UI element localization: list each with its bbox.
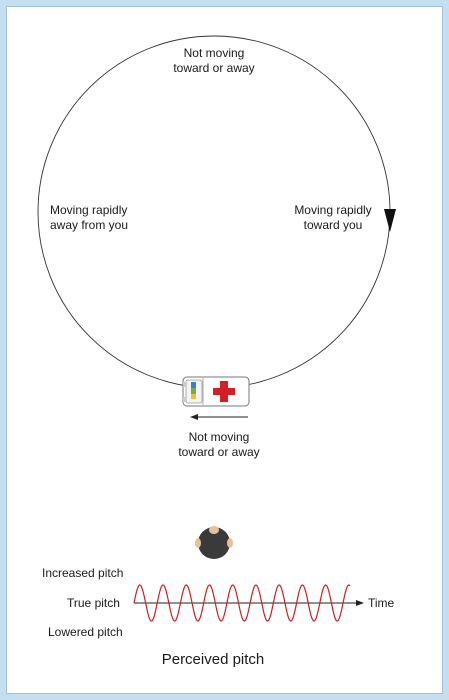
arrow-left-icon (190, 414, 248, 420)
time-label: Time (368, 596, 395, 610)
top-label: Not moving toward or away (173, 46, 254, 76)
listener-head-icon (195, 526, 233, 559)
lowered-pitch-label: Lowered pitch (48, 625, 123, 639)
true-pitch-label: True pitch (67, 596, 120, 610)
bottom-label: Not moving toward or away (178, 430, 259, 460)
bottom-label-line1: Not moving (188, 430, 250, 444)
orbit-direction-arrow-icon (384, 209, 396, 232)
diagram-panel (6, 6, 443, 694)
right-label-line1: Moving rapidly (294, 203, 372, 217)
increased-pitch-label: Increased pitch (42, 566, 124, 580)
right-label-line2: toward you (303, 218, 363, 232)
top-label-line2: toward or away (173, 61, 255, 75)
ambulance-icon (182, 376, 250, 407)
right-label: Moving rapidly toward you (294, 203, 371, 233)
left-label: Moving rapidly away from you (50, 203, 128, 233)
top-label-line1: Not moving (183, 46, 245, 60)
bottom-label-line2: toward or away (178, 445, 260, 459)
pitch-wave (133, 584, 351, 622)
perceived-pitch-title: Perceived pitch (161, 651, 265, 668)
time-axis (134, 600, 364, 606)
left-label-line1: Moving rapidly (50, 203, 128, 217)
left-label-line2: away from you (50, 218, 129, 232)
